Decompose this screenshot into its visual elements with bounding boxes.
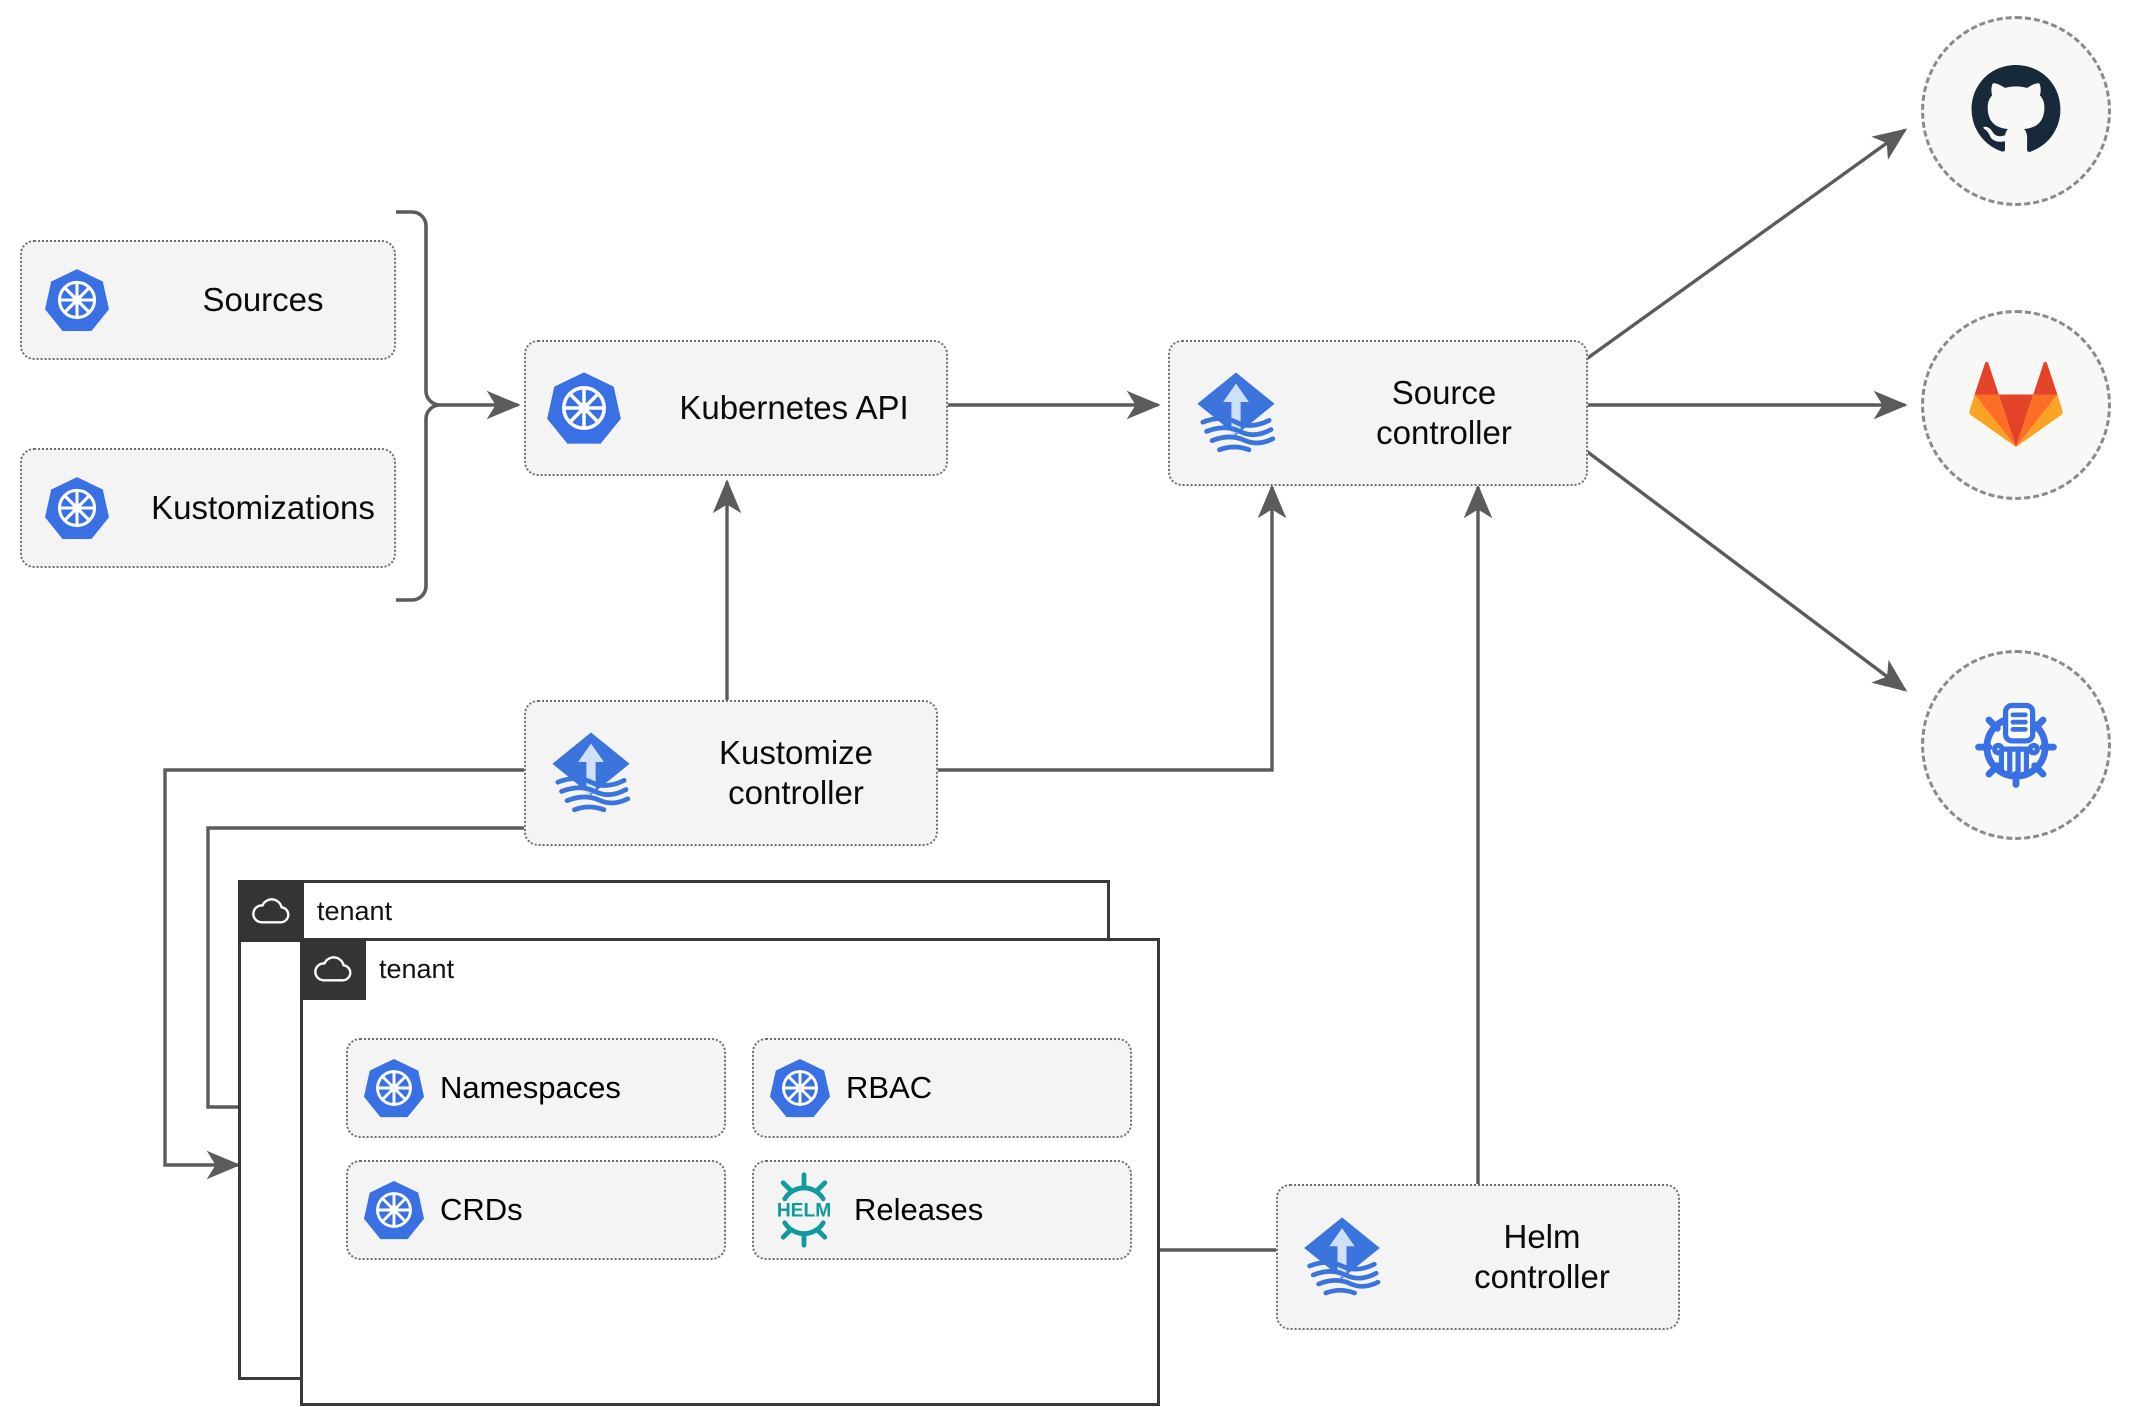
cloud-icon <box>252 898 290 924</box>
kubernetes-icon <box>348 1057 440 1119</box>
flux-icon <box>526 727 656 819</box>
resource-rbac[interactable]: RBAC <box>752 1038 1132 1138</box>
resource-rbac-label: RBAC <box>846 1070 933 1105</box>
kubernetes-icon <box>22 475 132 541</box>
node-kubernetes-api-label: Kubernetes API <box>679 388 909 426</box>
provider-github[interactable] <box>1921 16 2111 206</box>
resource-crds-label: CRDs <box>440 1192 523 1227</box>
node-sources-label: Sources <box>202 280 324 318</box>
node-kubernetes-api[interactable]: Kubernetes API <box>524 340 948 476</box>
tenant-inner-icon-bar <box>300 938 366 1000</box>
kubernetes-icon <box>348 1179 440 1241</box>
provider-helm[interactable] <box>1921 650 2111 840</box>
flux-icon <box>1278 1212 1406 1302</box>
helm-icon <box>1975 702 2057 788</box>
tenant-outer-icon-bar <box>238 880 304 942</box>
flux-icon <box>1170 367 1302 459</box>
svg-text:HELM: HELM <box>777 1200 831 1221</box>
kubernetes-icon <box>754 1057 846 1119</box>
kubernetes-icon <box>22 267 132 333</box>
kubernetes-icon <box>526 370 642 446</box>
node-sources[interactable]: Sources <box>20 240 396 360</box>
tenant-inner-label: tenant <box>379 953 455 984</box>
resource-namespaces[interactable]: Namespaces <box>346 1038 726 1138</box>
resource-crds[interactable]: CRDs <box>346 1160 726 1260</box>
github-icon <box>1971 65 2061 152</box>
tenant-resource-grid: Namespaces RBAC <box>346 1038 1132 1260</box>
gitlab-icon <box>1969 361 2063 447</box>
node-kustomizations[interactable]: Kustomizations <box>20 448 396 568</box>
node-kustomizations-label: Kustomizations <box>151 488 375 526</box>
tenant-outer-label: tenant <box>317 895 393 926</box>
resource-releases-label: Releases <box>854 1192 984 1227</box>
helm-wordmark-icon: HELM <box>754 1170 854 1250</box>
cloud-icon <box>314 956 352 982</box>
resource-releases[interactable]: HELM Releases <box>752 1160 1132 1260</box>
resource-namespaces-label: Namespaces <box>440 1070 621 1105</box>
provider-gitlab[interactable] <box>1921 310 2111 500</box>
